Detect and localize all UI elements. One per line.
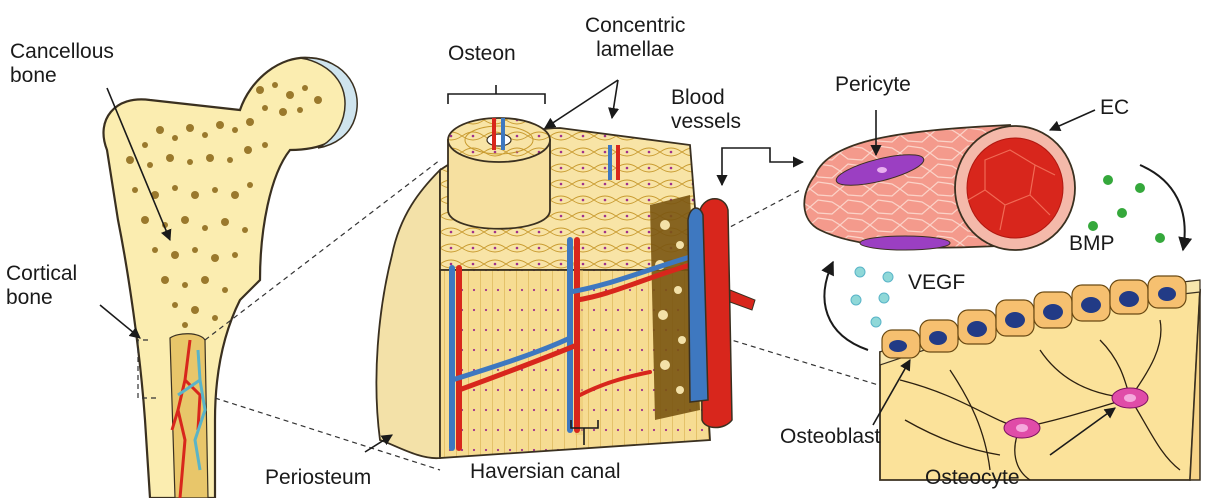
label-cortical-bone: Cortical bone (6, 262, 77, 310)
label-concentric-lamellae: Concentric lamellae (585, 14, 685, 62)
label-osteoblast: Osteoblast (780, 425, 880, 449)
label-cancellous-bone: Cancellous bone (10, 40, 114, 88)
label-ec: EC (1100, 96, 1129, 120)
label-pericyte: Pericyte (835, 73, 911, 97)
label-vegf: VEGF (908, 271, 965, 295)
femur-outline (104, 58, 354, 498)
vegf-particles (851, 267, 893, 327)
tissue-block (880, 276, 1200, 480)
osteon-block (376, 118, 755, 458)
femur (104, 58, 358, 498)
vessel-closeup (804, 125, 1075, 250)
periosteum-layer (376, 170, 440, 458)
pericyte-cell-bottom (860, 236, 950, 250)
label-blood-vessels: Blood vessels (671, 86, 741, 134)
label-bmp: BMP (1069, 232, 1115, 256)
label-periosteum: Periosteum (265, 466, 371, 490)
external-blood-vessel (688, 199, 755, 428)
label-haversian-canal: Haversian canal (470, 460, 621, 484)
label-osteocyte: Osteocyte (925, 466, 1020, 490)
label-osteon: Osteon (448, 42, 516, 66)
